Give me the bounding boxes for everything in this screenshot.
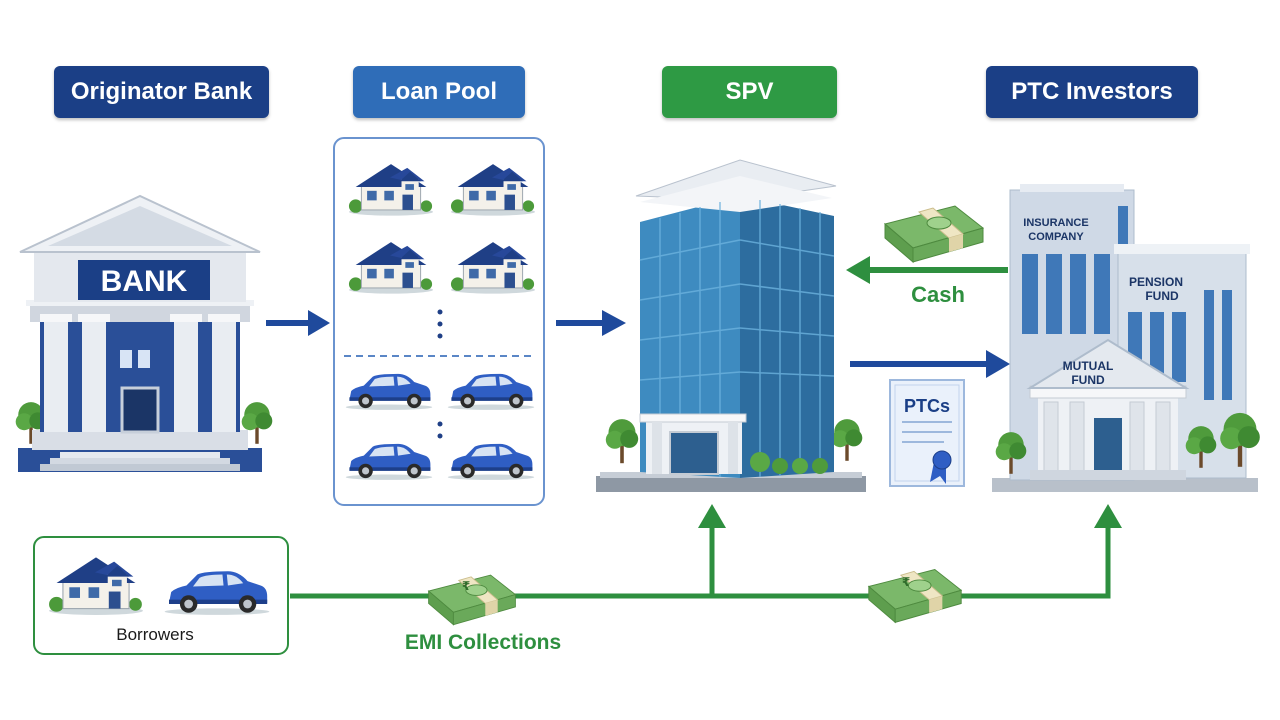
ptc-arrow <box>850 350 1010 378</box>
borrowers-panel <box>33 536 289 655</box>
bank-building-icon <box>15 194 273 472</box>
rupee-symbol: ₹ <box>462 579 470 593</box>
originator-bank-header: Originator Bank <box>54 66 269 118</box>
emi-cash-stack-icon-2 <box>868 569 962 623</box>
rupee-symbol-2: ₹ <box>902 575 910 589</box>
loan-pool-panel <box>333 137 545 506</box>
ptc-certificate-icon <box>889 379 965 487</box>
mutual-fund-label-1: MUTUAL <box>1063 359 1114 373</box>
cash-arrow <box>846 256 1008 284</box>
emi-collections-label: EMI Collections <box>405 631 561 654</box>
cash-label: Cash <box>911 282 965 307</box>
emi-flow-line <box>290 504 1122 599</box>
arrow-to-loan-pool <box>266 310 330 336</box>
cash-stack-icon <box>884 205 984 263</box>
pension-fund-label-2: FUND <box>1145 289 1179 303</box>
borrowers-label: Borrowers <box>116 625 193 644</box>
arrow-to-spv <box>556 310 626 336</box>
insurance-company-label-1: INSURANCE <box>1023 217 1088 229</box>
investor-buildings-icon <box>992 184 1260 492</box>
mutual-fund-label-2: FUND <box>1071 373 1105 387</box>
insurance-company-label-2: COMPANY <box>1028 231 1084 243</box>
emi-cash-stack-icon <box>428 574 516 626</box>
pension-fund-label-1: PENSION <box>1129 275 1183 289</box>
spv-building-icon <box>596 159 866 492</box>
ptc-certificate-label: PTCs <box>904 396 950 416</box>
loan-pool-header: Loan Pool <box>353 66 525 118</box>
ptc-investors-header: PTC Investors <box>986 66 1198 118</box>
spv-header: SPV <box>662 66 837 118</box>
bank-sign-text: BANK <box>101 265 188 298</box>
